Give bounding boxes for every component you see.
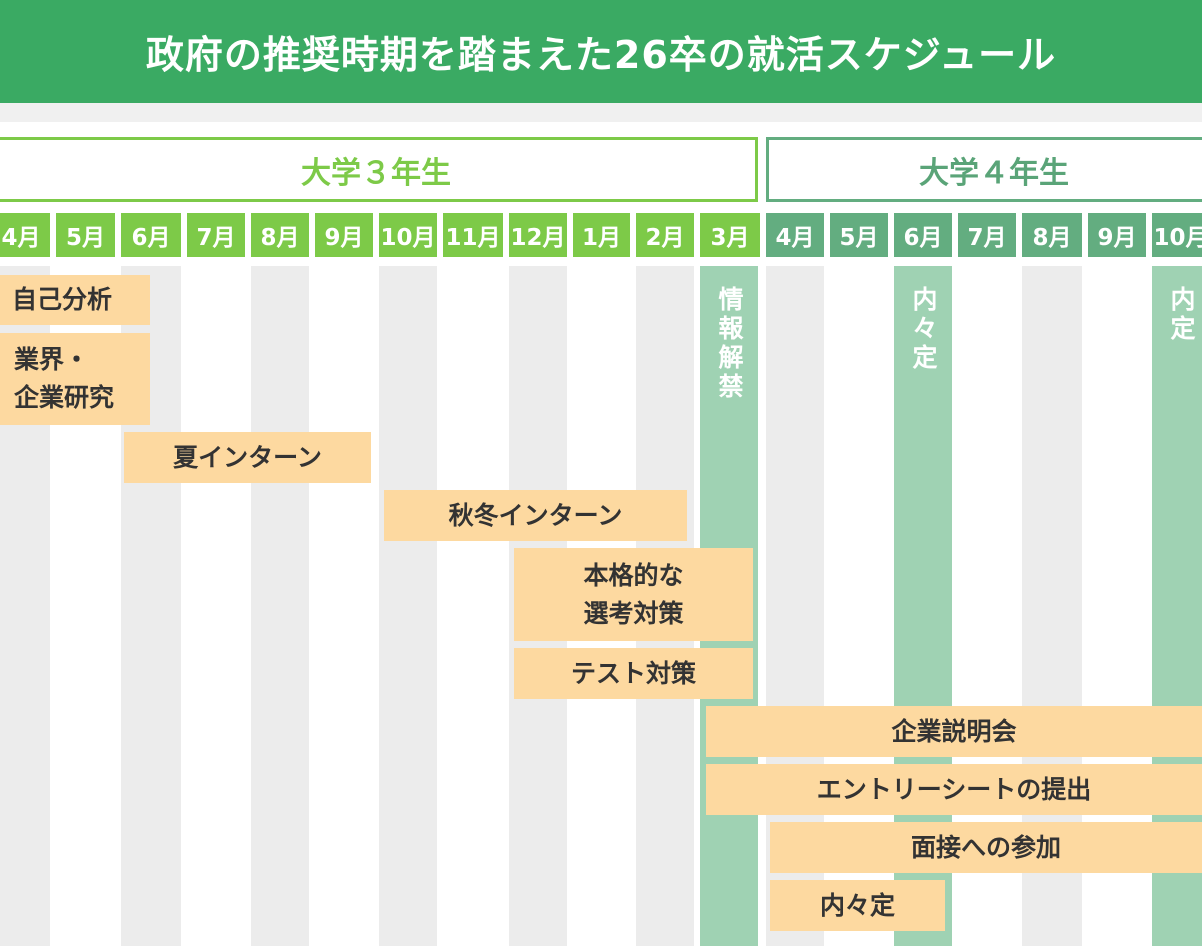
month-stripe <box>379 266 437 946</box>
milestone-label: 内々定 <box>909 286 938 373</box>
milestone-label: 内定 <box>1167 286 1196 344</box>
month-cell: 3月 <box>700 213 760 257</box>
year-3-label: 大学３年生 <box>301 155 451 191</box>
task-industry-research: 業界・ 企業研究 <box>0 333 150 425</box>
month-cell: 10月 <box>379 213 437 257</box>
month-cell: 7月 <box>958 213 1016 257</box>
month-cell: 10月 <box>1152 213 1202 257</box>
task-interviews: 面接への参加 <box>770 822 1202 873</box>
task-company-briefing: 企業説明会 <box>706 706 1202 757</box>
task-self-analysis: 自己分析 <box>0 275 150 325</box>
task-selection-prep: 本格的な 選考対策 <box>514 548 753 641</box>
month-cell: 1月 <box>573 213 630 257</box>
month-cell: 9月 <box>1088 213 1146 257</box>
milestone-label: 情報解禁 <box>715 286 744 402</box>
divider-band <box>0 103 1202 122</box>
month-cell: 6月 <box>121 213 181 257</box>
month-cell: 8月 <box>1022 213 1082 257</box>
month-cell: 4月 <box>0 213 50 257</box>
month-cell: 9月 <box>315 213 373 257</box>
task-summer-internship: 夏インターン <box>124 432 371 483</box>
month-cell: 5月 <box>56 213 115 257</box>
month-cell: 2月 <box>636 213 694 257</box>
task-entry-sheet: エントリーシートの提出 <box>706 764 1202 815</box>
month-cell: 11月 <box>443 213 503 257</box>
month-stripe <box>251 266 309 946</box>
month-cell: 4月 <box>766 213 824 257</box>
month-cell: 8月 <box>251 213 309 257</box>
year-4-header: 大学４年生 <box>766 137 1202 202</box>
task-informal-offer: 内々定 <box>770 880 945 931</box>
task-test-prep: テスト対策 <box>514 648 753 699</box>
month-cell: 12月 <box>509 213 567 257</box>
task-fall-winter-internship: 秋冬インターン <box>384 490 687 541</box>
month-cell: 7月 <box>187 213 245 257</box>
month-cell: 5月 <box>830 213 888 257</box>
month-cell: 6月 <box>894 213 952 257</box>
year-3-header: 大学３年生 <box>0 137 758 202</box>
year-4-label: 大学４年生 <box>919 155 1069 191</box>
page-title: 政府の推奨時期を踏まえた26卒の就活スケジュール <box>0 0 1202 103</box>
